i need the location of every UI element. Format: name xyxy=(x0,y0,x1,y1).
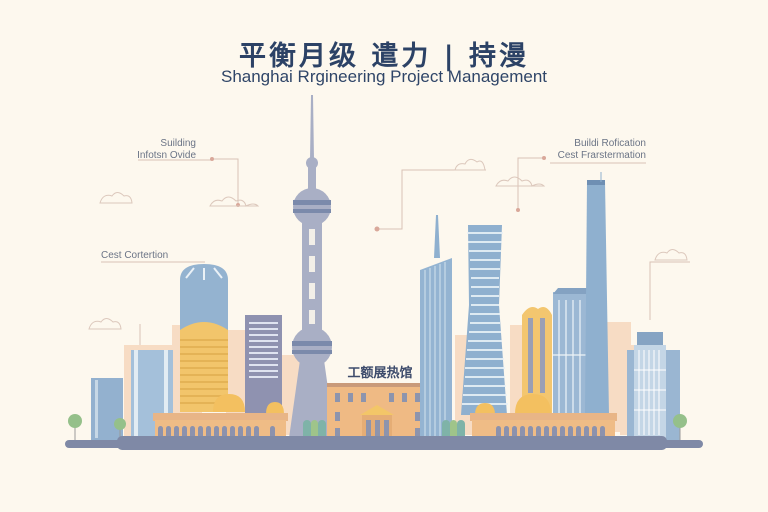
building-left-blue xyxy=(91,378,123,440)
building-spire xyxy=(420,215,452,440)
oriental-pearl-tower xyxy=(289,95,335,438)
annotation-line-2: Infotsn Ovide xyxy=(137,150,196,161)
exhibition-hall-sign: 工额展热馆 xyxy=(347,366,413,381)
building-round-top xyxy=(180,264,228,412)
annotation-build-transformation: Buildi Rofication Cest Frarstermation xyxy=(540,138,646,162)
building-right-grid xyxy=(627,332,680,440)
tree-icons xyxy=(68,414,687,440)
arcade-right xyxy=(470,394,617,440)
leader-dots xyxy=(210,156,546,232)
page-title-chinese: 平衡月级 遣力 | 持漫 xyxy=(238,41,530,72)
annotation-line-2: Cest Frarstermation xyxy=(557,150,646,161)
building-grey-grid xyxy=(245,315,282,415)
cloud-icon xyxy=(454,158,486,171)
annotation-building-info: Suilding Infotsn Ovide xyxy=(120,138,196,162)
building-gold-twin xyxy=(522,307,552,415)
annotation-cost-contention: Cest Cortertion xyxy=(101,250,168,262)
cloud-icon xyxy=(654,249,688,261)
cloud-icon xyxy=(99,192,133,204)
building-tall-right xyxy=(585,172,609,415)
page-title-english: Shanghai Rrgineering Project Management xyxy=(220,67,548,86)
building-twisted-tower xyxy=(461,225,508,415)
cloud-icon xyxy=(88,318,122,330)
cloud-icon xyxy=(209,196,260,207)
annotation-line-1: Suilding xyxy=(160,138,196,149)
ground-platform xyxy=(65,436,703,450)
exhibition-hall xyxy=(327,383,427,440)
annotation-leader-lines xyxy=(101,157,690,345)
cloud-icon xyxy=(495,176,546,187)
annotation-line-1: Cest Cortertion xyxy=(101,250,169,261)
cloud-icons xyxy=(88,158,688,330)
shrubs xyxy=(303,420,465,440)
annotation-line-1: Buildi Rofication xyxy=(574,138,646,149)
